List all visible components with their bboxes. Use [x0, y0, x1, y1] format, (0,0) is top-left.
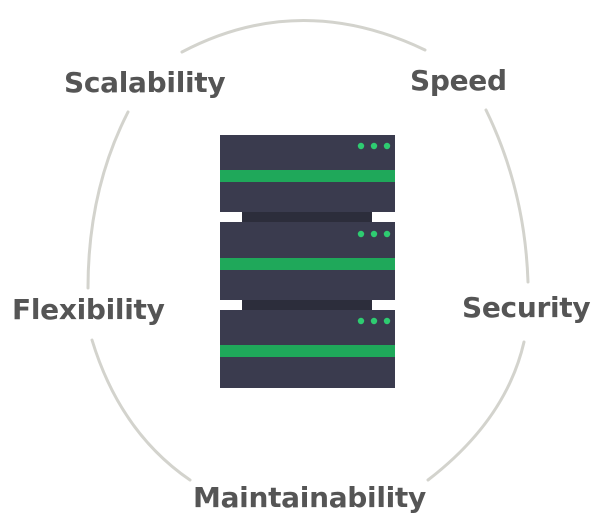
server-led [370, 142, 378, 150]
server-led [357, 230, 365, 238]
server-led [383, 230, 391, 238]
server-led [370, 317, 378, 325]
server-rail-left [220, 212, 242, 222]
ring-arc-right-lower [426, 340, 526, 482]
label-scalability: Scalability [64, 66, 226, 99]
server-led [357, 142, 365, 150]
server-divider [242, 300, 372, 310]
server-rail-right [372, 212, 395, 222]
ring-arc-left-upper [86, 110, 130, 290]
server-rail-right [372, 300, 395, 310]
server-divider [242, 212, 372, 222]
ring-arc-right-upper [484, 108, 530, 284]
server-led [370, 230, 378, 238]
server-green-stripe [220, 258, 395, 270]
ring [86, 19, 530, 482]
server-led [383, 317, 391, 325]
ring-arc-left-lower [90, 338, 192, 482]
server-rail-left [220, 300, 242, 310]
server-led [357, 317, 365, 325]
server-rack-icon [220, 135, 395, 388]
server-green-stripe [220, 170, 395, 182]
label-flexibility: Flexibility [12, 293, 165, 326]
server-green-stripe [220, 345, 395, 357]
label-security: Security [462, 291, 591, 324]
label-maintainability: Maintainability [193, 481, 426, 514]
ring-arc-top [180, 19, 427, 54]
server-led [383, 142, 391, 150]
label-speed: Speed [410, 64, 507, 97]
